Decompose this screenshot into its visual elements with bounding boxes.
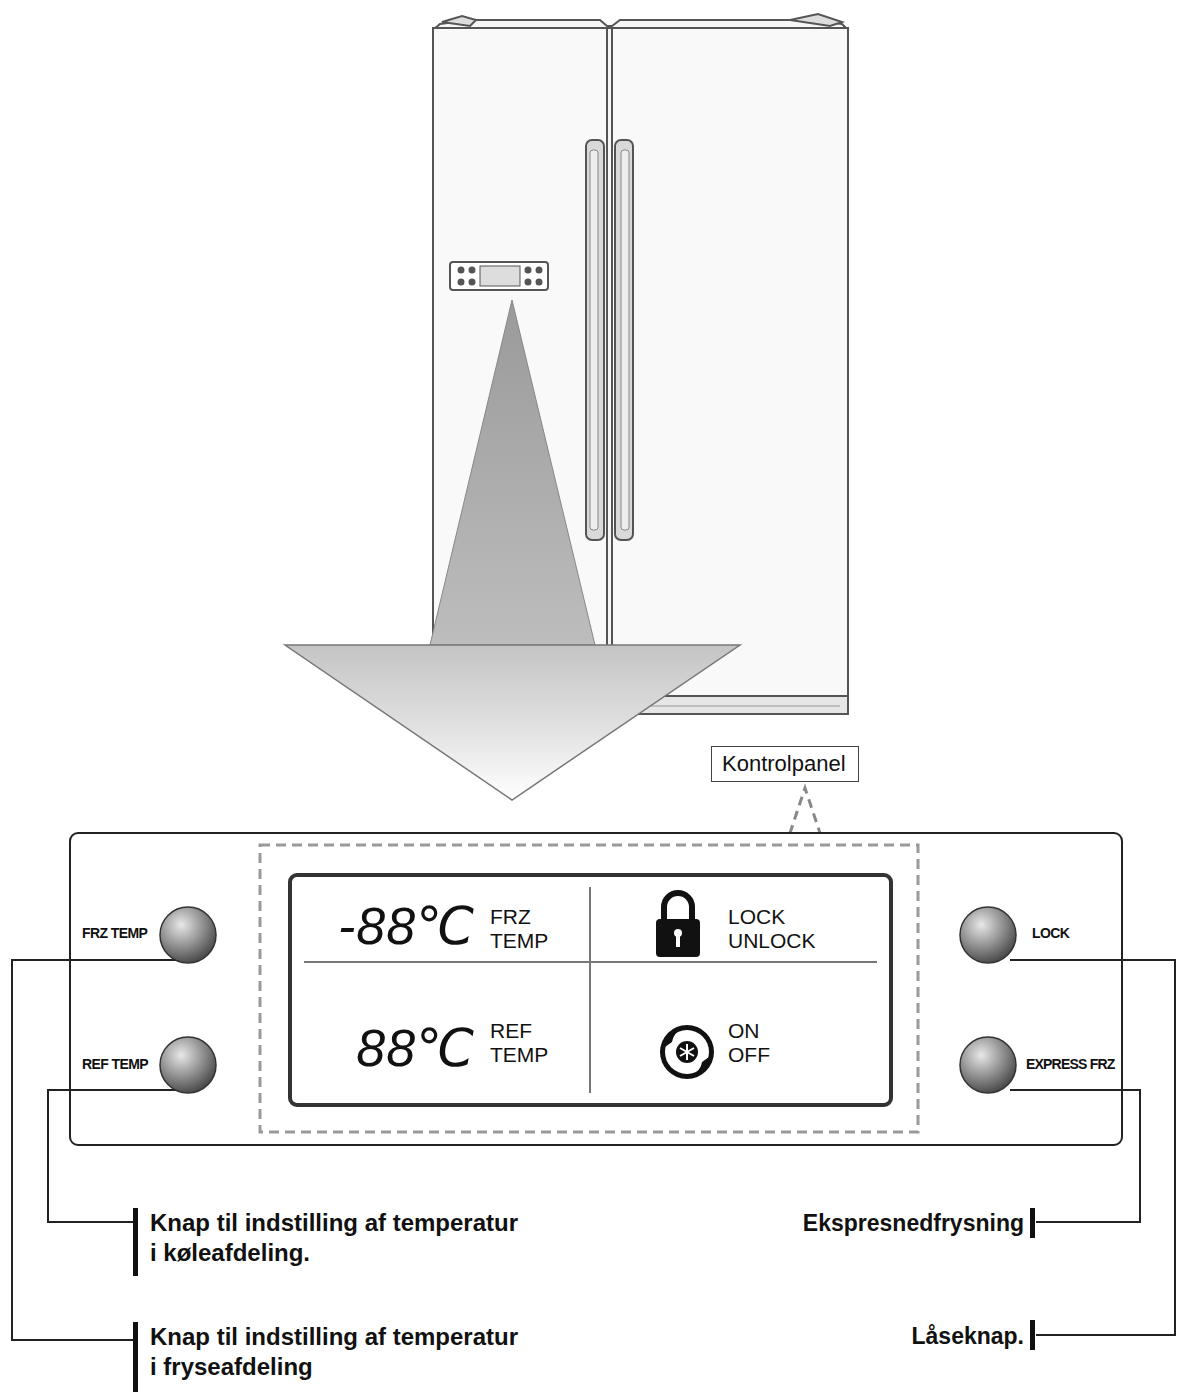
callout-label: Knap til indstilling af temperatur i køl… — [150, 1208, 526, 1268]
pointer-arrow — [285, 300, 740, 800]
readout-label: FRZ TEMP — [490, 905, 554, 953]
button-label: LOCK — [1032, 925, 1069, 943]
button-label: EXPRESS FRZ — [1026, 1056, 1114, 1074]
button-label: FRZ TEMP — [82, 925, 147, 943]
button-label: REF TEMP — [82, 1056, 148, 1074]
fridge-readout: 88℃ — [356, 1019, 475, 1079]
dashed-frame — [260, 845, 918, 1132]
callout-label: Låseknap. — [912, 1322, 1025, 1351]
display-screen: -88℃ FRZ TEMP LOCK UNLOCK 88℃ REF TEMP ON OFF — [288, 873, 893, 1107]
callout-label: Knap til indstilling af temperatur i fry… — [150, 1322, 526, 1382]
lock-status: LOCK UNLOCK — [728, 905, 820, 953]
readout-label: REF TEMP — [490, 1019, 554, 1067]
callout-text: Kontrolpanel — [722, 751, 848, 777]
callout-label: Ekspresnedfrysning — [803, 1209, 1024, 1238]
label-bars — [133, 1208, 1035, 1392]
fan-status: ON OFF — [728, 1019, 778, 1067]
panel-outline — [70, 833, 1122, 1145]
callout-box: Kontrolpanel — [711, 746, 859, 782]
freezer-readout: -88℃ — [338, 897, 476, 957]
